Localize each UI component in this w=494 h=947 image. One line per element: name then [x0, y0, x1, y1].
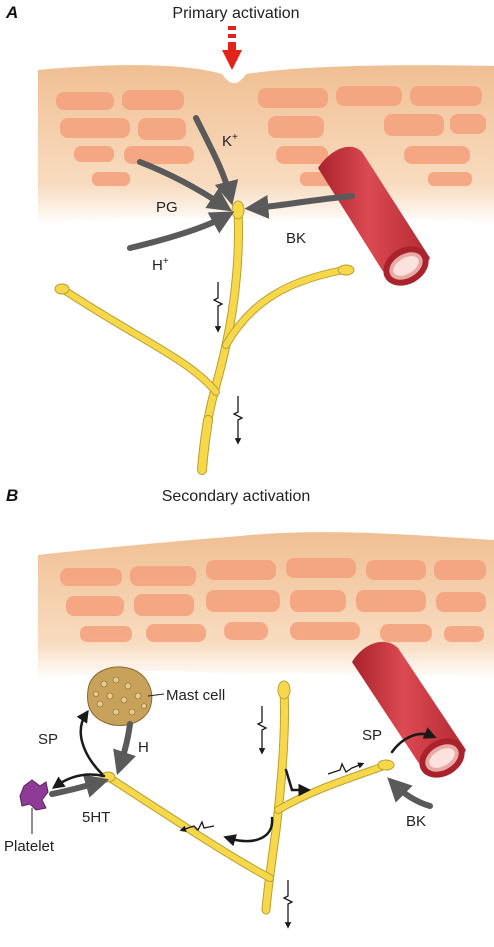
5ht-label: 5HT	[82, 809, 110, 826]
antidromic-arrow-2-icon	[284, 768, 311, 797]
platelet-icon	[19, 779, 49, 811]
signal-arrow-b2-icon	[327, 762, 365, 775]
nerve-ending-left-a	[54, 283, 70, 295]
nerve-ending-right-a	[337, 264, 355, 276]
h-label-b: H	[138, 739, 149, 756]
bk-arrow-b-icon	[387, 777, 433, 809]
signal-arrow-a2-icon	[232, 396, 244, 445]
signal-arrow-a1-icon	[212, 282, 224, 333]
sp-right-label: SP	[362, 727, 382, 744]
nerve-ending-a	[231, 200, 245, 220]
panel-a-letter: A	[5, 3, 18, 22]
blood-vessel-b	[352, 641, 466, 778]
5ht-arrow-icon	[49, 774, 110, 798]
h-label: H+	[152, 256, 169, 274]
sp-left-arrow-icon	[76, 709, 104, 776]
h-arrow-b-icon	[113, 721, 136, 776]
stimulus-arrow-icon	[222, 26, 242, 70]
mast-cell-leader	[147, 693, 165, 697]
mediator-arrows-b	[49, 721, 433, 809]
signal-arrow-b1-icon	[256, 706, 268, 755]
mast-cell-label: Mast cell	[166, 687, 225, 704]
panel-b-title: Secondary activation	[162, 488, 311, 505]
blood-vessel-a	[318, 146, 430, 286]
skin-cells-b	[60, 558, 486, 642]
h-arrow-icon	[127, 211, 235, 251]
signal-arrow-b4-icon	[282, 880, 294, 929]
sp-left-label: SP	[38, 731, 58, 748]
antidromic-arrow-icon	[223, 816, 274, 847]
nerve-fiber-a	[60, 205, 348, 475]
sp-right-arrow-icon	[390, 727, 437, 754]
signal-arrow-b3-icon	[179, 820, 215, 832]
bk-arrow-icon	[244, 193, 355, 219]
release-arrows-b	[51, 709, 437, 847]
panel-b-letter: B	[6, 486, 18, 505]
k-label: K+	[222, 132, 238, 150]
bk-label: BK	[286, 230, 306, 247]
sp-left-arrow-2-icon	[51, 773, 106, 789]
mast-cell-icon	[87, 666, 153, 726]
nerve-fiber-b	[106, 685, 388, 915]
nerve-ending-right-b	[377, 759, 395, 771]
pg-arrow-icon	[137, 159, 232, 212]
nerve-ending-top-b	[277, 680, 291, 700]
pg-label: PG	[156, 199, 178, 216]
mediator-arrows-a	[127, 115, 355, 251]
panel-a-title: Primary activation	[172, 5, 299, 22]
bk-label-b: BK	[406, 813, 426, 830]
skin-cells-a	[56, 86, 486, 186]
platelet-label: Platelet	[4, 838, 55, 855]
